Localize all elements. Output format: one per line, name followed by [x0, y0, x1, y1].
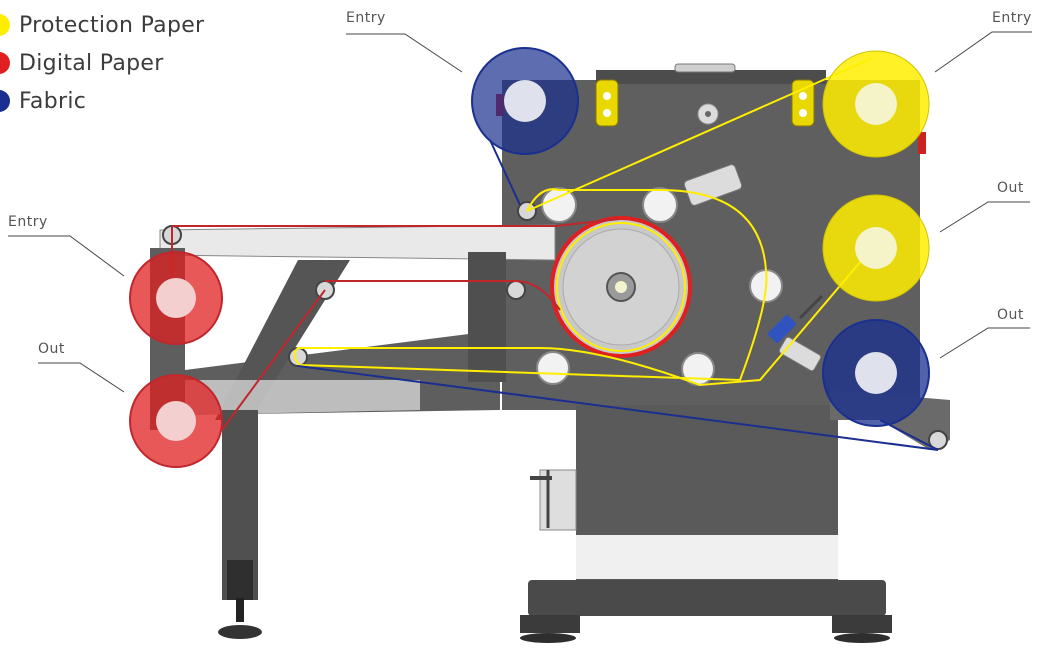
digital-paper-entry-roll-core — [156, 278, 196, 318]
protection-paper-dot-icon — [0, 14, 10, 36]
legend-item-digital-paper: Digital Paper — [0, 44, 204, 82]
legend-label: Fabric — [19, 88, 87, 114]
protection-paper-path — [293, 57, 874, 387]
leader-left-out — [38, 362, 125, 393]
leader-right-mid-out — [939, 201, 1030, 233]
leader-top-right-entry — [934, 31, 1032, 73]
callout-right-mid-out: Out — [997, 180, 1024, 196]
callout-right-lower-out: Out — [997, 307, 1024, 323]
fabric-out-roll-core — [855, 352, 897, 394]
leader-left-entry — [8, 235, 125, 277]
callout-leaders — [8, 31, 1032, 393]
callout-left-out: Out — [38, 341, 65, 357]
fabric-entry-roll-core — [504, 80, 546, 122]
web-paths — [171, 57, 939, 451]
bracket-clips — [595, 79, 815, 127]
legend-item-protection-paper: Protection Paper — [0, 6, 204, 44]
legend-item-fabric: Fabric — [0, 82, 204, 120]
leader-top-center-entry — [346, 33, 463, 73]
callout-top-center-entry: Entry — [346, 10, 386, 26]
callout-top-right-entry: Entry — [992, 10, 1032, 26]
callout-left-entry: Entry — [8, 214, 48, 230]
fabric-path — [297, 139, 939, 451]
material-rolls — [129, 47, 930, 468]
fabric-dot-icon — [0, 90, 10, 112]
legend-label: Protection Paper — [19, 12, 205, 38]
protection-paper-entry-roll-core — [855, 83, 897, 125]
legend-label: Digital Paper — [19, 50, 164, 76]
leader-right-lower-out — [939, 327, 1030, 359]
digital-paper-out-roll-core — [156, 401, 196, 441]
legend: Protection Paper Digital Paper Fabric — [0, 6, 204, 120]
main-drum — [550, 216, 692, 358]
protection-paper-out-roll-core — [855, 227, 897, 269]
digital-paper-dot-icon — [0, 52, 10, 74]
